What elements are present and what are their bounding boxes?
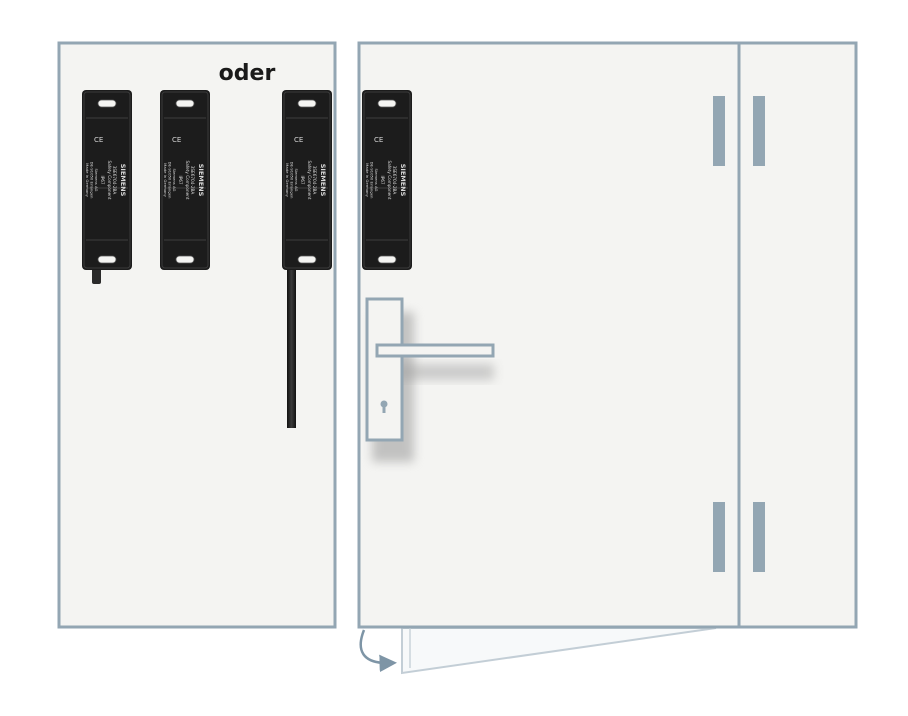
handle-lever-shadow: [382, 364, 494, 380]
sensor-component: Safety Component: [307, 160, 312, 199]
sensor-rating: IP67: [178, 175, 183, 184]
sensor-brand: SIEMENS: [197, 164, 205, 197]
ce-mark-icon: CE: [294, 136, 303, 144]
sensor-bevel: [161, 91, 209, 269]
sensor-manufacturer: Siemens AG: [294, 169, 299, 192]
sensor-rating: IP67: [380, 175, 385, 184]
sensor-bevel: [363, 91, 411, 269]
sensor-address: DE-91050 Erlangen: [290, 162, 295, 199]
sensor-address: DE-91050 Erlangen: [370, 162, 375, 199]
sensor-rating: IP67: [300, 175, 305, 184]
sensor-body: [82, 90, 132, 270]
sensor-brand: SIEMENS: [119, 164, 127, 197]
ce-mark-icon: CE: [374, 136, 383, 144]
sensor-origin: Made in Germany: [285, 163, 290, 197]
hinge-bottom-left: [713, 502, 725, 572]
sensor-manufacturer: Siemens AG: [172, 169, 177, 192]
sensor-component: Safety Component: [107, 160, 112, 199]
sensor-bevel: [283, 91, 331, 269]
sensor-origin: Made in Germany: [85, 163, 90, 197]
sensor-brand: SIEMENS: [399, 164, 407, 197]
sensor-body: [160, 90, 210, 270]
sensor-manufacturer: Siemens AG: [374, 169, 379, 192]
sensor-body: [282, 90, 332, 270]
mounting-hole-icon: [297, 255, 317, 264]
sensor-origin: Made in Germany: [365, 163, 370, 197]
ce-mark-icon: CE: [94, 136, 103, 144]
mounting-hole-icon: [97, 99, 117, 108]
sensor-body: [362, 90, 412, 270]
sensor-rating: IP67: [100, 175, 105, 184]
handle-plate: [365, 297, 404, 442]
sensor-part-number: 3SE6704-2BA: [190, 166, 195, 195]
sensor-address: DE-91050 Erlangen: [90, 162, 95, 199]
door-handle: [365, 297, 495, 462]
door-panel: [357, 41, 741, 629]
sensor-part-number: 3SE6704-2BA: [312, 166, 317, 195]
sensor-component: Safety Component: [185, 160, 190, 199]
keyhole-icon: [380, 400, 388, 413]
sensor-manufacturer: Siemens AG: [94, 169, 99, 192]
sensor-plug: [92, 268, 101, 284]
mounting-hole-icon: [175, 99, 195, 108]
handle-lever: [375, 343, 495, 358]
mounting-hole-icon: [377, 99, 397, 108]
sensor-component: Safety Component: [387, 160, 392, 199]
sensor-address: DE-91050 Erlangen: [168, 162, 173, 199]
hinge-bottom-right: [753, 502, 765, 572]
sensor-bevel: [83, 91, 131, 269]
oder-label: oder: [219, 61, 276, 86]
hinge-top-right: [753, 96, 765, 166]
door-swing-outline: [401, 627, 717, 675]
sensor-part-number: 3SE6704-2BA: [392, 166, 397, 195]
swing-arrow-icon: [359, 629, 397, 673]
hinge-top-left: [713, 96, 725, 166]
mounting-hole-icon: [377, 255, 397, 264]
sensor-part-number: 3SE6704-2BA: [112, 166, 117, 195]
sensor-cable: [287, 266, 296, 428]
sensor-origin: Made in Germany: [163, 163, 168, 197]
mounting-hole-icon: [97, 255, 117, 264]
hinges: [713, 96, 765, 572]
ce-mark-icon: CE: [172, 136, 181, 144]
sensor-brand: SIEMENS: [319, 164, 327, 197]
mounting-hole-icon: [297, 99, 317, 108]
mounting-hole-icon: [175, 255, 195, 264]
